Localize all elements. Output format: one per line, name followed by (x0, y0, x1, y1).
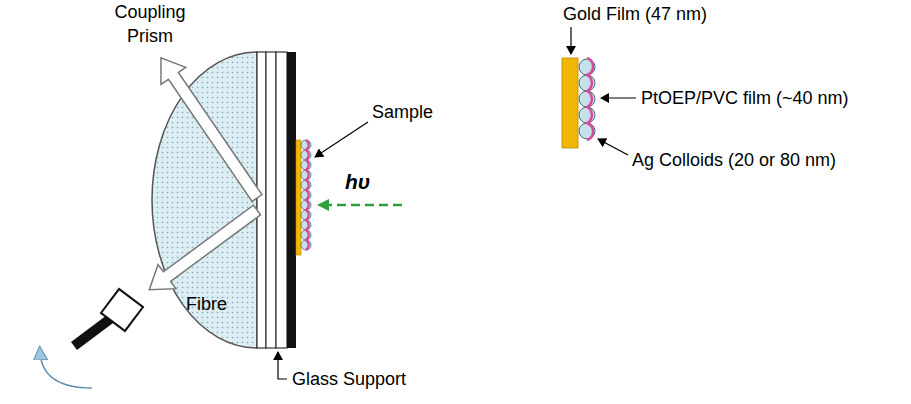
leader-line (278, 352, 287, 379)
silver-colloids (301, 140, 311, 250)
glass-support (276, 52, 287, 348)
sample-label: Sample (372, 100, 433, 124)
leader-line (315, 122, 368, 157)
reflected-beam-arrow (149, 49, 270, 206)
fibre-label: Fibre (186, 292, 227, 316)
gold-label: Gold Film (47 nm) (563, 2, 707, 26)
gold-film (562, 58, 578, 148)
support-label: Glass Support (292, 367, 406, 391)
ptoep-film (587, 58, 593, 140)
colloid-label: Ag Colloids (20 or 80 nm) (632, 148, 836, 172)
prism-label: Coupling Prism (95, 0, 205, 48)
film-label: PtOEP/PVC film (~40 nm) (641, 86, 849, 110)
fibre-head (101, 289, 143, 331)
excitation-arrow (318, 204, 402, 207)
black-layer (287, 52, 296, 348)
leader-line (570, 27, 571, 54)
photon-symbol: hυ (345, 170, 370, 194)
glass-plate (257, 52, 266, 348)
ptoep-film (306, 140, 309, 250)
rotation-arrow (40, 352, 92, 388)
gold-film (296, 140, 301, 255)
leader-line (601, 97, 636, 98)
silver-colloids (579, 59, 595, 139)
leader-line (598, 139, 628, 155)
emission-beam-arrow (140, 198, 266, 302)
coupling-prism (152, 52, 257, 348)
glass-plate (266, 52, 276, 348)
